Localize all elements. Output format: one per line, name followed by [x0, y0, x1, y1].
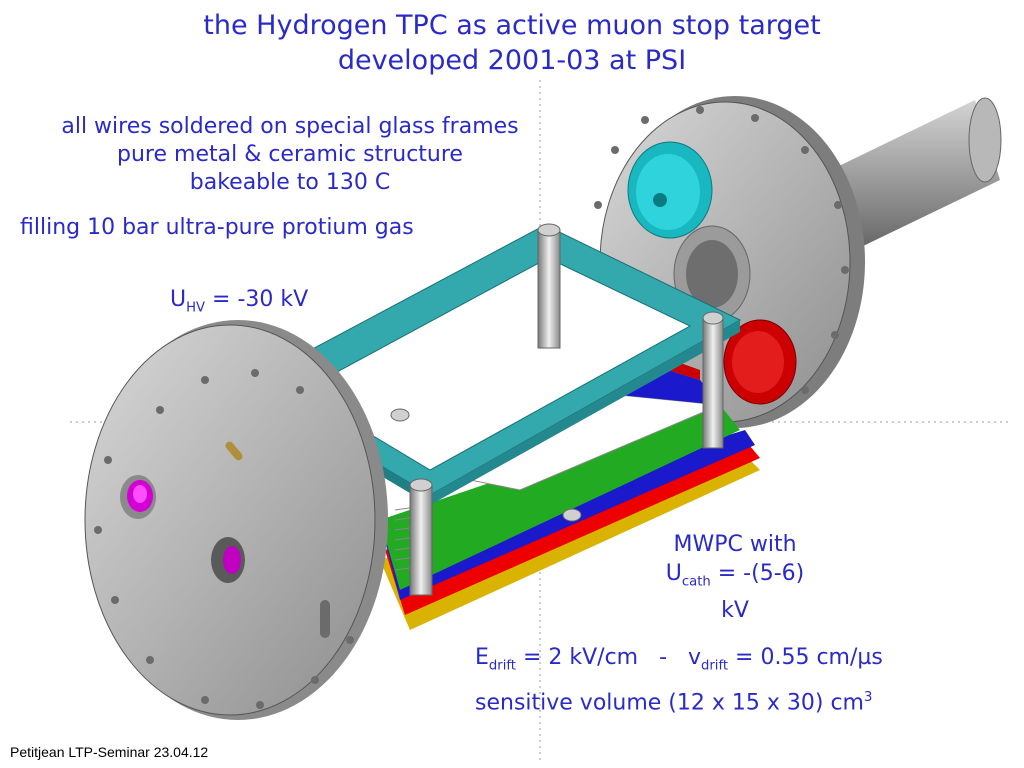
- slide-footer: Petitjean LTP-Seminar 23.04.12: [10, 744, 209, 760]
- left-flange: [84, 320, 388, 720]
- edrift-value: = 2 kV/cm - v: [515, 645, 702, 670]
- ucath-value: = -(5-6): [710, 561, 805, 586]
- uhv-value: = -30 kV: [205, 287, 309, 312]
- sensitive-volume-exponent: 3: [863, 690, 873, 705]
- right-flange: [594, 96, 865, 428]
- ucath-subscript: cath: [681, 574, 711, 590]
- mwpc-line-3: kV: [721, 598, 749, 624]
- note-bakeable: bakeable to 130 C: [189, 170, 391, 195]
- title-line-2: developed 2001-03 at PSI: [337, 45, 687, 76]
- support-rods: [249, 223, 724, 596]
- slide-title: the Hydrogen TPC as active muon stop tar…: [0, 8, 1024, 78]
- construction-notes: all wires soldered on special glass fram…: [10, 113, 570, 197]
- mwpc-line-1: MWPC with: [673, 532, 797, 557]
- note-glass-frames: all wires soldered on special glass fram…: [61, 114, 519, 139]
- uhv-symbol: U: [170, 287, 187, 312]
- uhv-label: UHV = -30 kV: [170, 287, 308, 315]
- mwpc-line-2: Ucath = -(5-6): [625, 559, 845, 596]
- edrift-symbol: E: [475, 645, 489, 670]
- drift-label: Edrift = 2 kV/cm - vdrift = 0.55 cm/µs: [475, 645, 883, 673]
- title-line-1: the Hydrogen TPC as active muon stop tar…: [203, 10, 821, 41]
- edrift-subscript: drift: [488, 658, 516, 674]
- vdrift-value: = 0.55 cm/µs: [728, 645, 883, 670]
- sensitive-volume-label: sensitive volume (12 x 15 x 30) cm3: [475, 690, 872, 715]
- vdrift-subscript: drift: [701, 658, 729, 674]
- note-structure: pure metal & ceramic structure: [117, 142, 463, 167]
- mwpc-label: MWPC with Ucath = -(5-6) kV: [625, 530, 845, 625]
- sensitive-volume-text: sensitive volume (12 x 15 x 30) cm: [475, 690, 864, 716]
- chamber-body: [380, 320, 760, 630]
- note-filling: filling 10 bar ultra-pure protium gas: [20, 215, 414, 240]
- uhv-subscript: HV: [186, 300, 206, 316]
- ucath-symbol: U: [665, 561, 682, 586]
